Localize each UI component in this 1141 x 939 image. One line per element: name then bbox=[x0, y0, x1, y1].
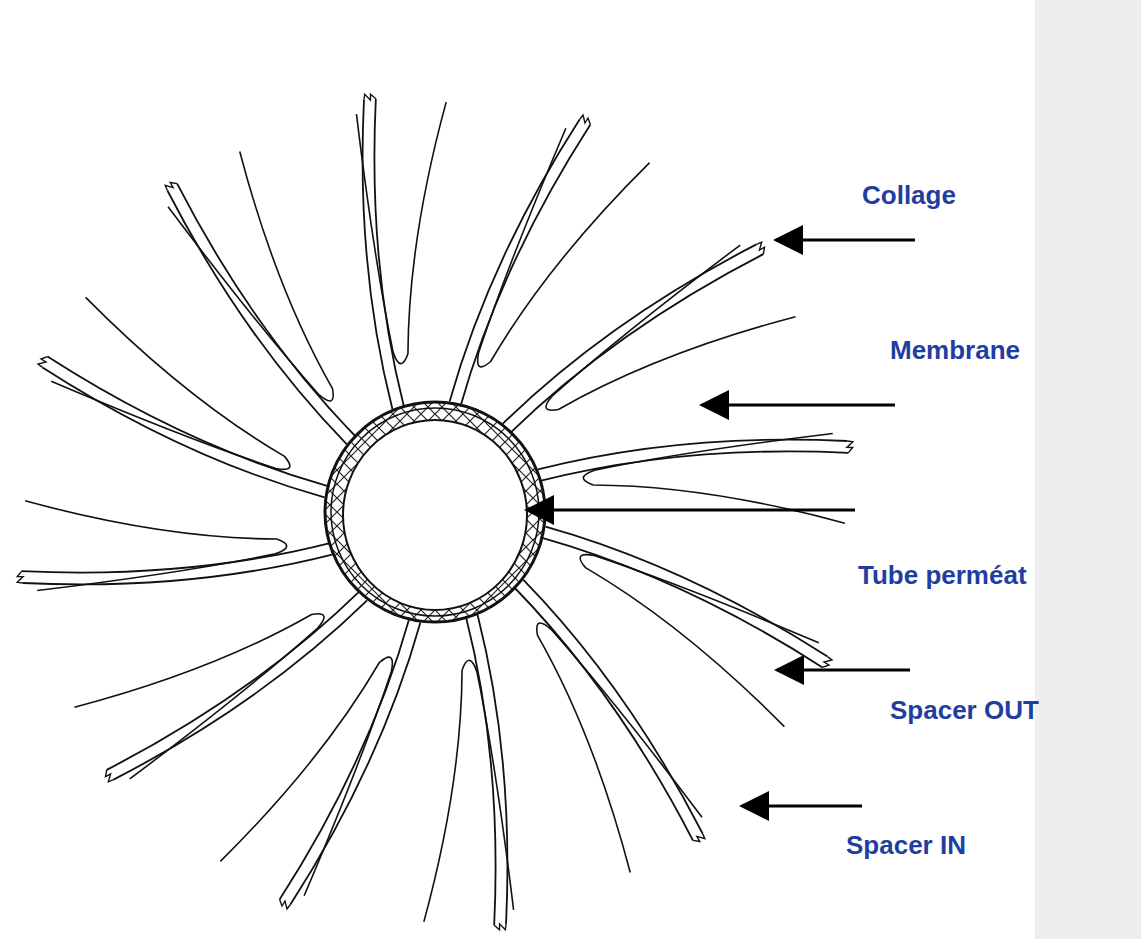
part-label: Spacer IN bbox=[846, 830, 966, 860]
part-label: Membrane bbox=[890, 335, 1020, 365]
membrane-leaves bbox=[13, 90, 856, 933]
part-label: Spacer OUT bbox=[890, 695, 1039, 725]
part-label: Tube perméat bbox=[858, 560, 1027, 590]
part-label: Collage bbox=[862, 180, 956, 210]
permeate-tube bbox=[325, 402, 545, 622]
side-panel bbox=[1035, 0, 1141, 939]
leader-arrows bbox=[527, 240, 915, 806]
